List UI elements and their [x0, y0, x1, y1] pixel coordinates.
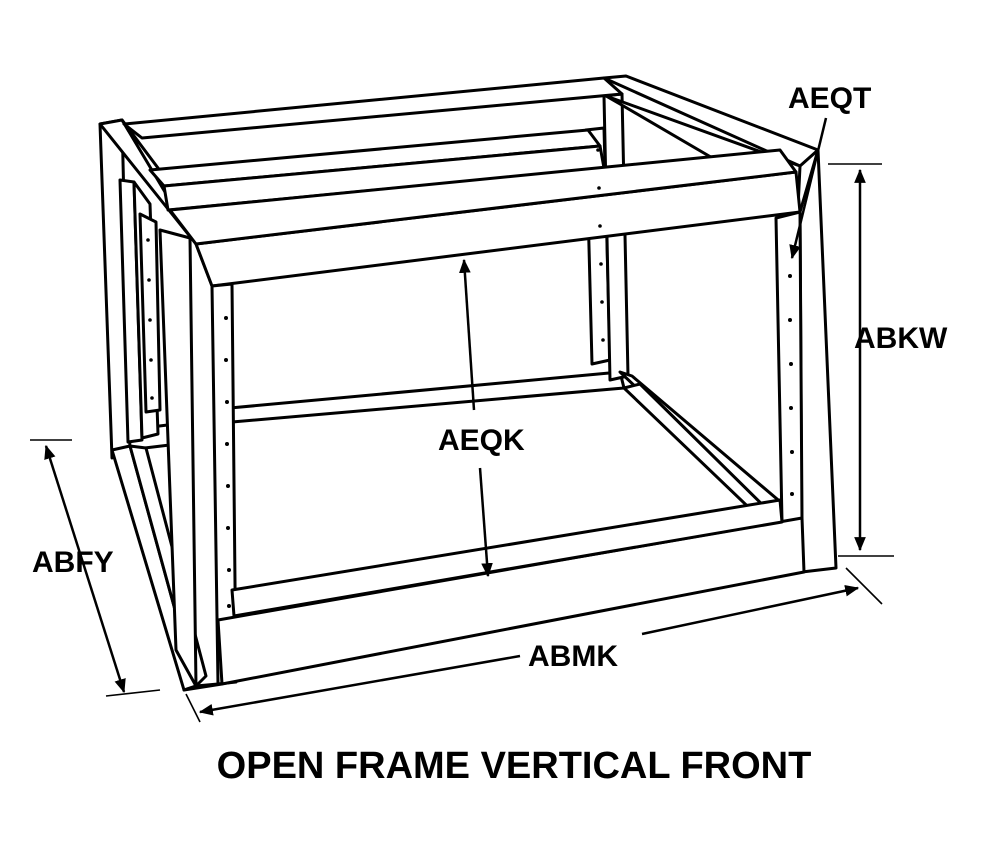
front-frame: [182, 148, 838, 692]
top-frame: [122, 74, 820, 288]
label-abkw: ABKW: [854, 322, 948, 355]
dimension-aeqt: [789, 117, 828, 260]
label-aeqk: AEQK: [438, 424, 525, 457]
label-aeqt: AEQT: [788, 82, 871, 115]
dimension-abfy: [30, 439, 161, 697]
label-abfy: ABFY: [32, 546, 114, 579]
dimension-abmk: [185, 567, 883, 723]
left-side-frame: [98, 118, 214, 692]
label-abmk: ABMK: [528, 640, 618, 673]
mounting-holes: [146, 148, 794, 608]
dimension-abkw: [828, 163, 894, 557]
figure-caption: OPEN FRAME VERTICAL FRONT: [217, 745, 812, 787]
dimension-aeqk: [459, 258, 493, 578]
